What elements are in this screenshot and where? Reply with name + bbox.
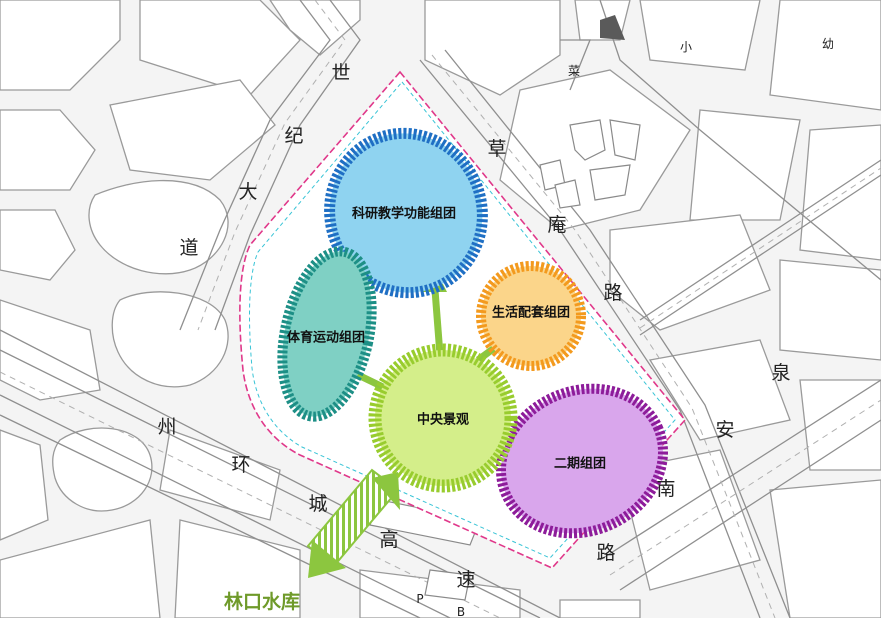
road-char-da: 大: [238, 181, 257, 203]
label-you: 幼: [822, 37, 834, 51]
zone-research-teaching: 科研教学功能组团: [324, 127, 488, 299]
zone-living-support: 生活配套组团: [476, 261, 586, 371]
zone-label-sports: 体育运动组团: [287, 330, 365, 346]
road-char-an: 庵: [547, 214, 566, 236]
road-char-cao: 草: [487, 138, 506, 160]
zone-central-landscape: 中央景观: [368, 343, 518, 493]
label-p: P: [416, 592, 423, 606]
label-xiao: 小: [680, 40, 692, 54]
label-b: B: [457, 605, 465, 618]
road-char-shi: 世: [331, 62, 350, 84]
road-char-ji: 纪: [284, 125, 303, 147]
road-char-lu-2: 路: [596, 542, 615, 564]
reservoir-label: 林口水库: [224, 590, 300, 613]
zone-label-central: 中央景观: [417, 412, 469, 428]
zone-label-living: 生活配套组团: [492, 305, 570, 321]
small-labels: 小 幼 菜 P B: [416, 37, 834, 618]
road-char-nan: 南: [656, 478, 675, 500]
road-char-dao: 道: [179, 237, 198, 259]
reservoir-arrow: [306, 468, 400, 578]
road-char-an-2: 安: [715, 419, 734, 441]
zone-label-phase-two: 二期组团: [554, 456, 606, 472]
zone-label-research: 科研教学功能组团: [352, 206, 456, 222]
zone-sports: 体育运动组团: [277, 246, 377, 422]
road-char-cheng: 城: [308, 493, 327, 515]
road-char-su: 速: [456, 569, 475, 591]
road-char-gao: 高: [379, 529, 398, 551]
road-char-huan: 环: [231, 454, 250, 476]
road-char-lu-1: 路: [603, 282, 622, 304]
label-cai: 菜: [568, 64, 580, 78]
site-inner-line: [249, 81, 676, 559]
dark-building: [600, 15, 625, 40]
road-char-quan: 泉: [771, 362, 790, 384]
road-char-zhou: 州: [157, 416, 176, 438]
zone-phase-two: 二期组团: [496, 383, 668, 539]
road-labels: 世 纪 大 道 草 庵 路 泉 安 南 路 州 环 城 高 速: [157, 62, 790, 591]
